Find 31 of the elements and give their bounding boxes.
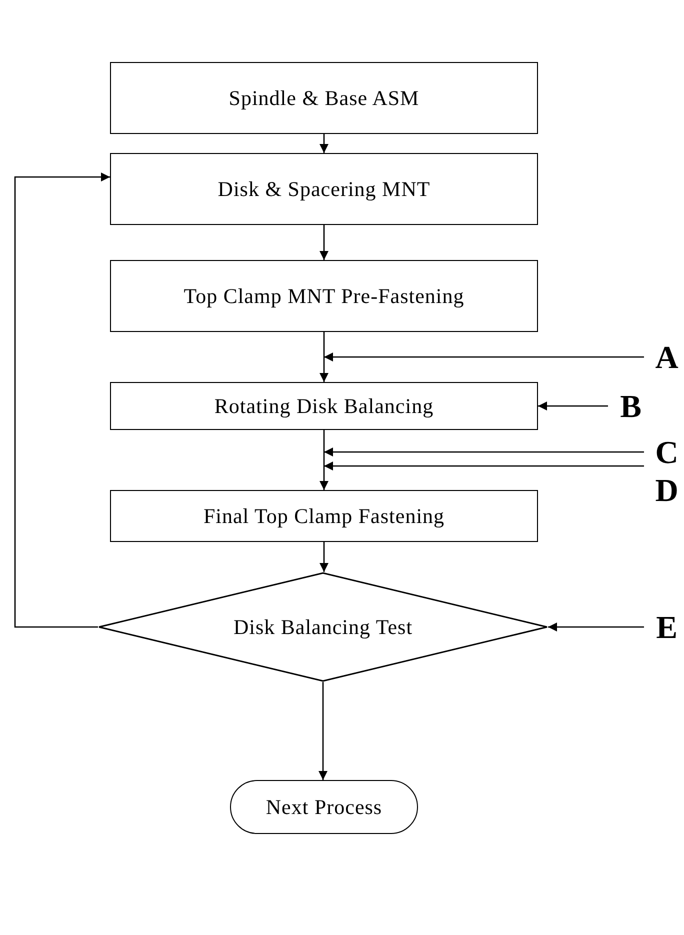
process-box — [110, 382, 538, 430]
input-letter: D — [655, 472, 679, 508]
arrow — [324, 352, 644, 362]
arrow — [320, 542, 328, 572]
step-label: Disk Balancing Test — [233, 614, 413, 640]
arrow — [320, 430, 328, 490]
arrow — [318, 682, 328, 780]
arrow — [320, 225, 328, 260]
process-box — [110, 260, 538, 332]
input-letter: C — [655, 434, 679, 470]
process-box — [110, 153, 538, 225]
process-box — [110, 62, 538, 134]
step-label: Next Process — [266, 794, 382, 820]
step-label: Spindle & Base ASM — [228, 86, 420, 110]
arrow — [538, 402, 608, 410]
arrow — [320, 134, 328, 153]
arrow — [320, 332, 328, 382]
process-box — [110, 490, 538, 542]
terminal-box — [230, 780, 418, 834]
step-label: Rotating Disk Balancing — [214, 394, 434, 418]
step-label: Final Top Clamp Fastening — [203, 504, 445, 528]
step-label: Disk & Spacering MNT — [218, 176, 430, 202]
arrow — [324, 448, 644, 456]
arrow — [324, 462, 644, 470]
arrow — [14, 172, 110, 628]
input-letter: A — [655, 338, 679, 376]
decision-diamond — [98, 572, 548, 682]
step-label: Top Clamp MNT Pre-Fastening — [184, 284, 464, 308]
input-letter: E — [656, 608, 678, 646]
input-letter: B — [620, 388, 642, 424]
arrow — [548, 622, 644, 632]
